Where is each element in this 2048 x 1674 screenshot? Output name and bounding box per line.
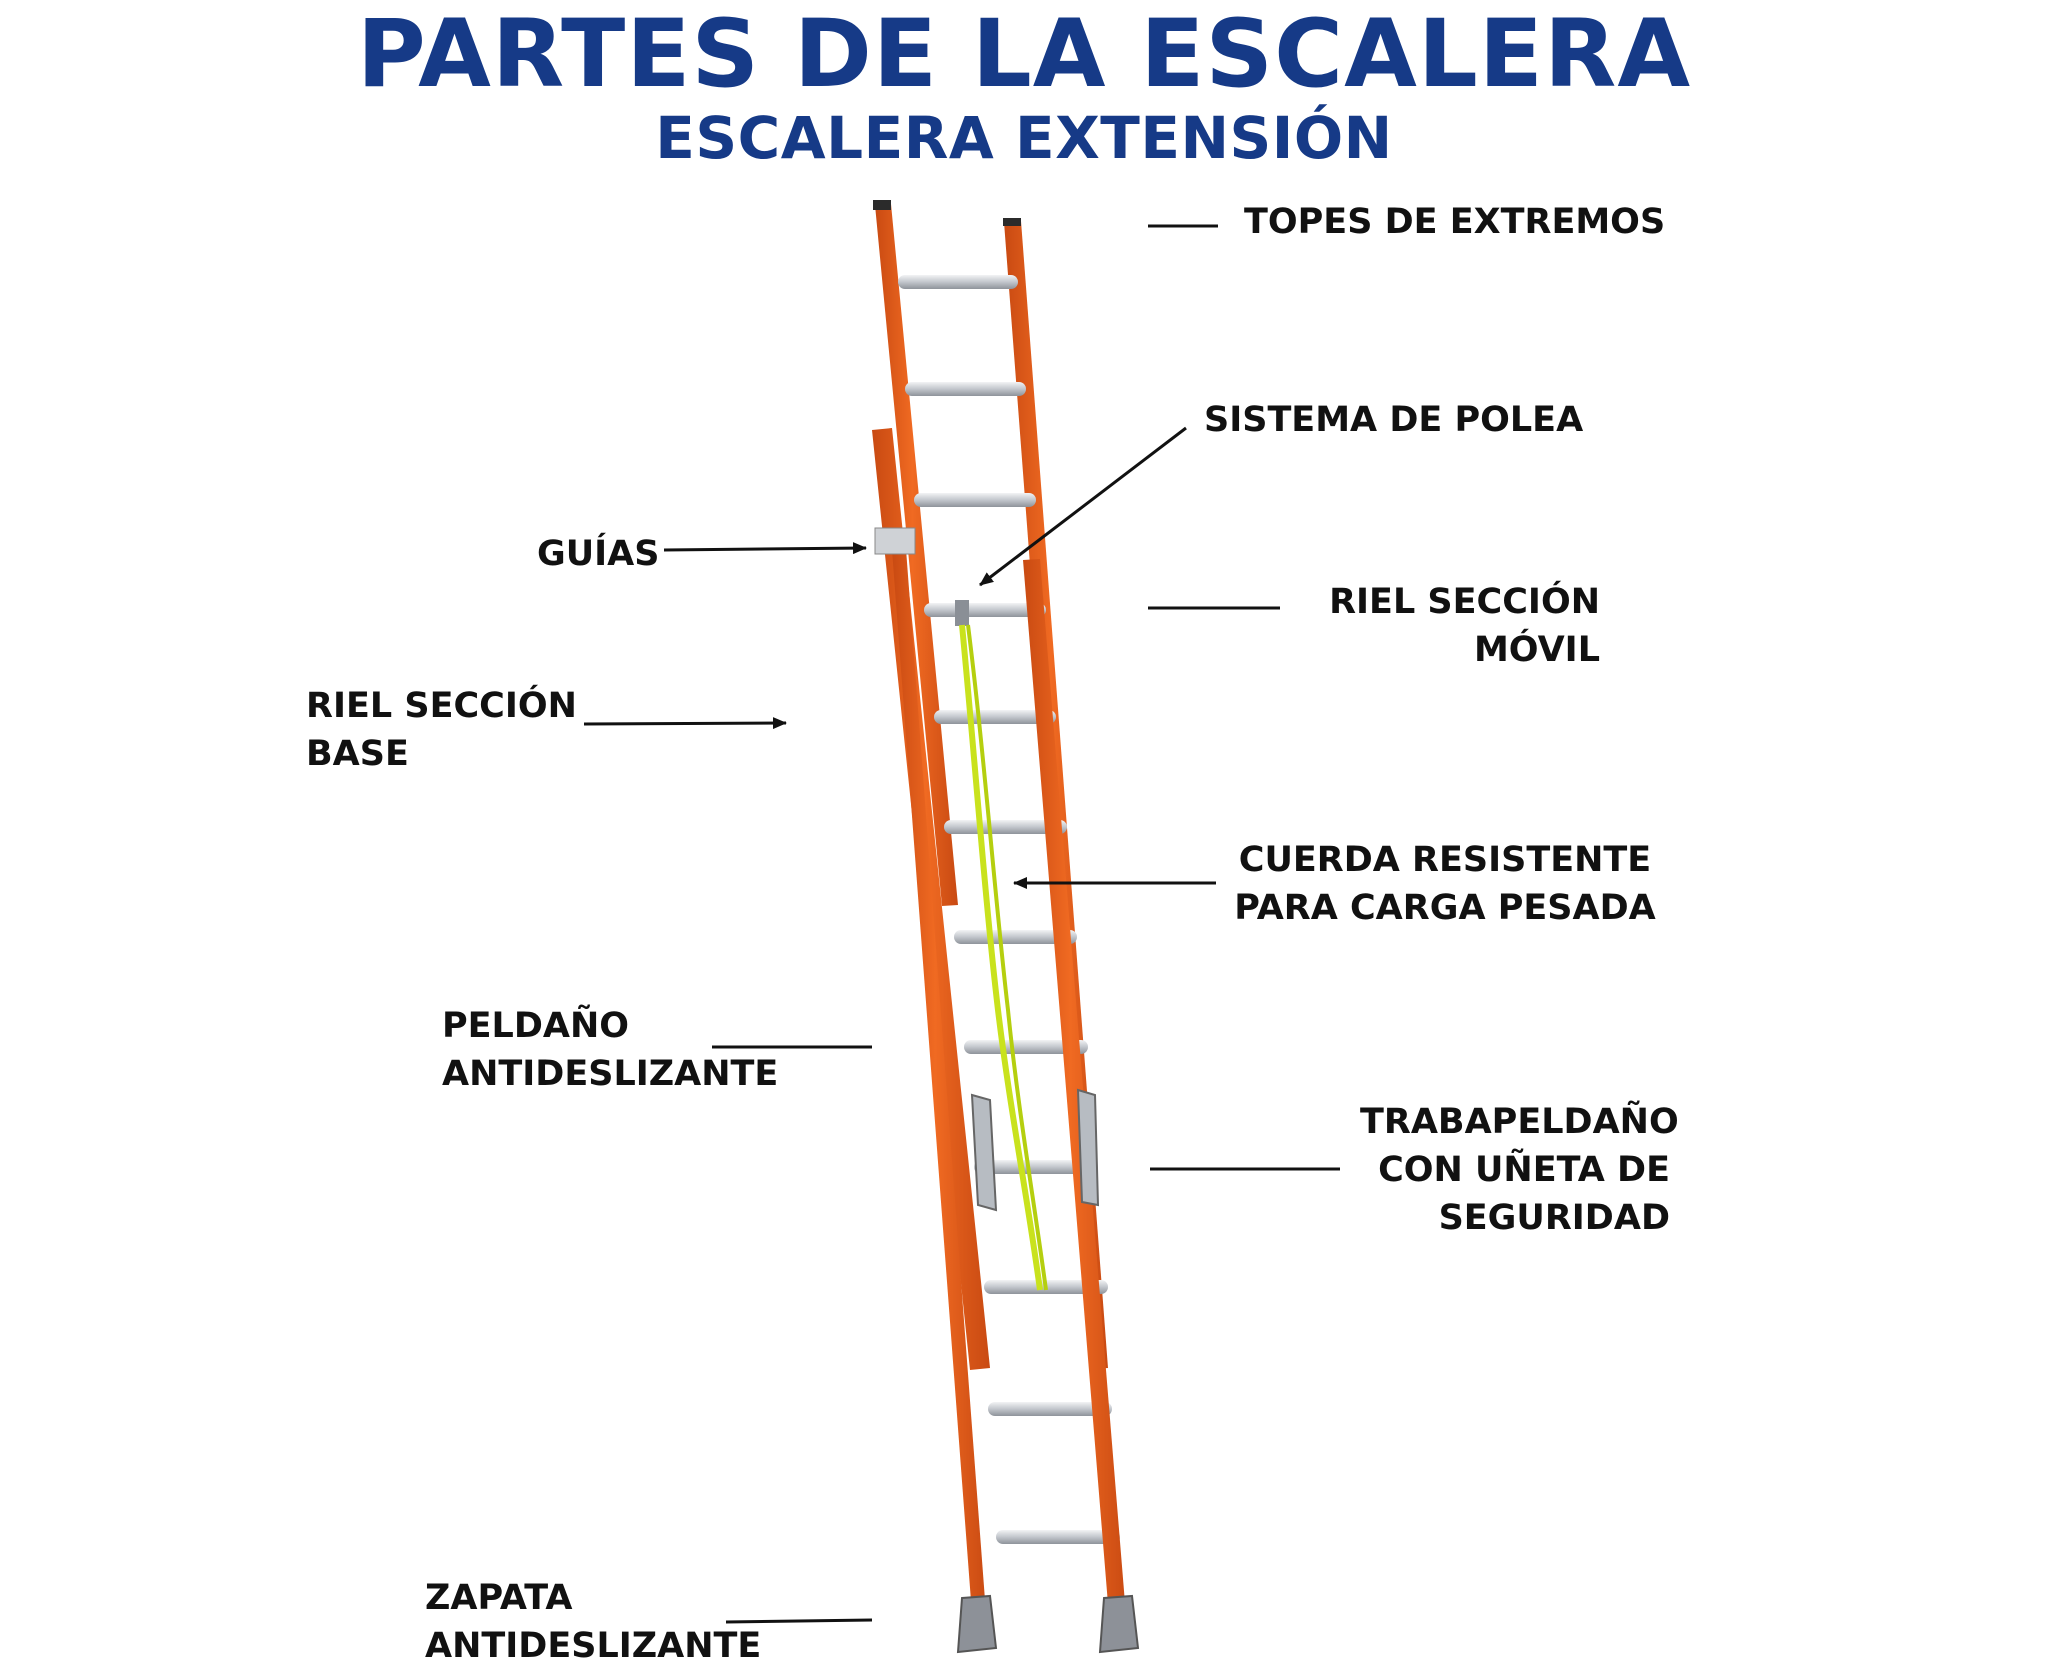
label-riel-seccion-movil: RIEL SECCIÓN MÓVIL — [1329, 582, 1600, 670]
rung — [988, 1402, 1112, 1416]
label-topes-de-extremos: TOPES DE EXTREMOS — [1244, 202, 1666, 242]
rung — [964, 1040, 1088, 1054]
rope — [966, 624, 1048, 1291]
rung — [898, 275, 1018, 289]
end-cap — [1003, 218, 1021, 226]
diagram-subtitle: ESCALERA EXTENSIÓN — [655, 104, 1393, 172]
label-peldano-antideslizante: PELDAÑO ANTIDESLIZANTE — [442, 1006, 779, 1094]
pointer-lines — [583, 224, 1340, 1624]
label-riel-seccion-base: RIEL SECCIÓN BASE — [306, 686, 577, 774]
label-trabapeldano: TRABAPELDAÑO CON UÑETA DE SEGURIDAD — [1360, 1102, 1679, 1238]
rung — [914, 493, 1036, 507]
rung — [924, 603, 1046, 617]
rung — [996, 1530, 1120, 1544]
base-rail-left-inner — [892, 549, 988, 1641]
diagram-title: PARTES DE LA ESCALERA — [356, 0, 1692, 109]
rung — [974, 1160, 1098, 1174]
pointer-zapata — [725, 1618, 873, 1624]
safety-shoe-right — [1098, 1594, 1140, 1654]
rope — [959, 624, 1043, 1291]
rung-lock-left — [970, 1093, 998, 1212]
rungs — [898, 275, 1120, 1544]
base-rail-right — [1023, 559, 1128, 1641]
ladder — [872, 200, 1140, 1654]
rung — [944, 820, 1067, 834]
label-sistema-de-polea: SISTEMA DE POLEA — [1204, 400, 1584, 440]
safety-shoe-left — [956, 1594, 998, 1654]
guide-bracket — [874, 527, 916, 555]
pointer-polea — [979, 426, 1187, 587]
rung — [934, 710, 1056, 724]
pointer-riel-base — [583, 717, 787, 730]
end-cap — [873, 200, 891, 210]
rung-lock-right — [1076, 1088, 1100, 1207]
label-zapata-antideslizante: ZAPATA ANTIDESLIZANTE — [425, 1578, 762, 1666]
pointer-guias — [663, 542, 867, 555]
rung — [905, 382, 1026, 396]
label-guias: GUÍAS — [537, 534, 660, 574]
pulley — [955, 600, 969, 626]
label-cuerda-resistente: CUERDA RESISTENTE PARA CARGA PESADA — [1234, 840, 1656, 928]
rung — [954, 930, 1077, 944]
fly-rail-left — [875, 204, 958, 906]
